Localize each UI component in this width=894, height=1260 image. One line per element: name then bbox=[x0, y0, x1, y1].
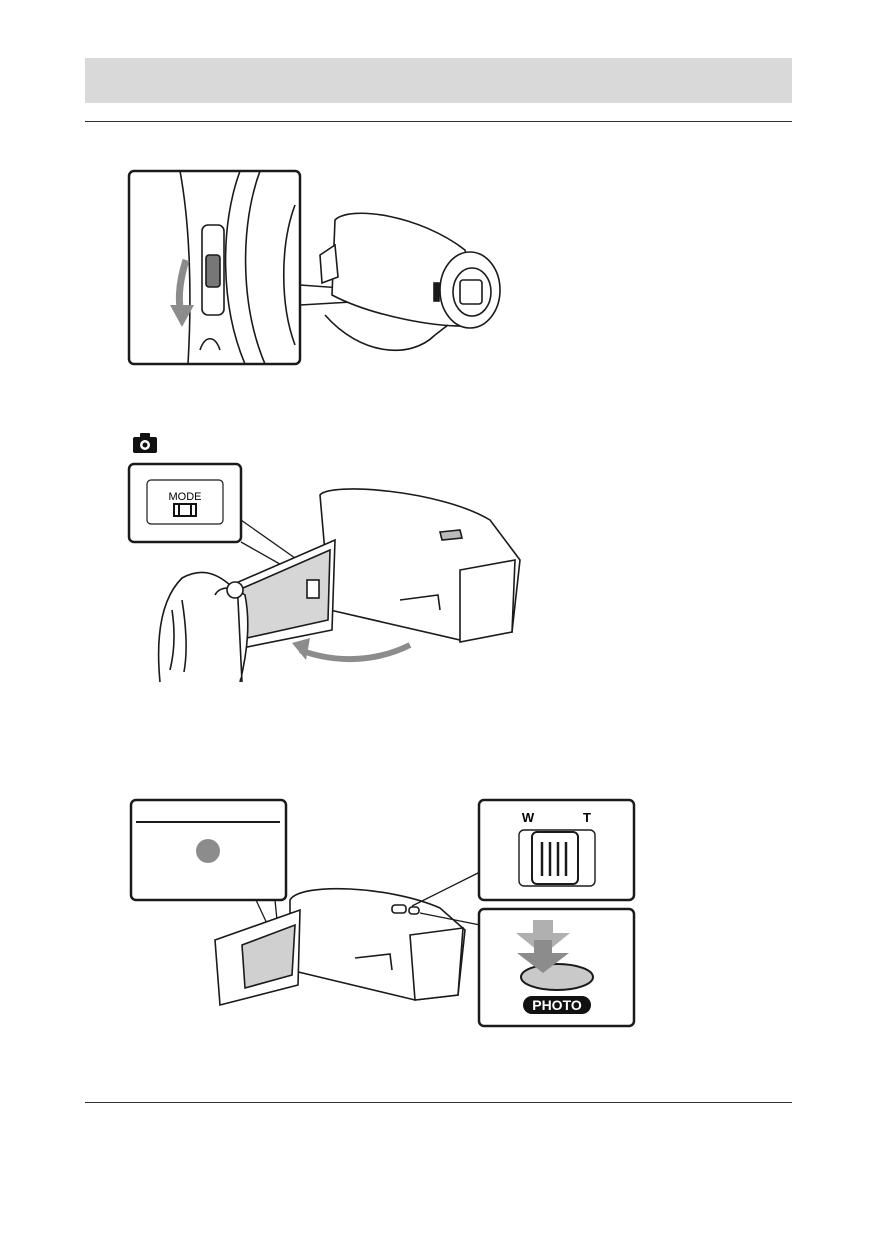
mode-button-label: MODE bbox=[169, 491, 202, 503]
section-header-bar bbox=[85, 58, 792, 103]
figure-photo-button: W T PHOTO bbox=[120, 790, 650, 1040]
figure-mode-button: MODE bbox=[120, 460, 540, 685]
photo-button bbox=[521, 964, 593, 990]
zoom-lever bbox=[532, 832, 578, 884]
footer-rule bbox=[85, 1102, 792, 1103]
photo-label: PHOTO bbox=[532, 997, 582, 1013]
figure-lens-cover bbox=[120, 165, 540, 375]
header-rule bbox=[85, 121, 792, 122]
camera-icon bbox=[132, 432, 158, 454]
camcorder-illustration bbox=[320, 213, 500, 350]
rotate-arrow bbox=[300, 645, 410, 659]
zoom-wide-label: W bbox=[522, 810, 535, 825]
hand-illustration bbox=[159, 572, 248, 682]
camcorder-lcd-illustration bbox=[220, 489, 520, 650]
camcorder-photo-illustration bbox=[215, 889, 465, 1005]
zoom-tele-label: T bbox=[583, 810, 591, 825]
focus-indicator bbox=[196, 839, 220, 863]
